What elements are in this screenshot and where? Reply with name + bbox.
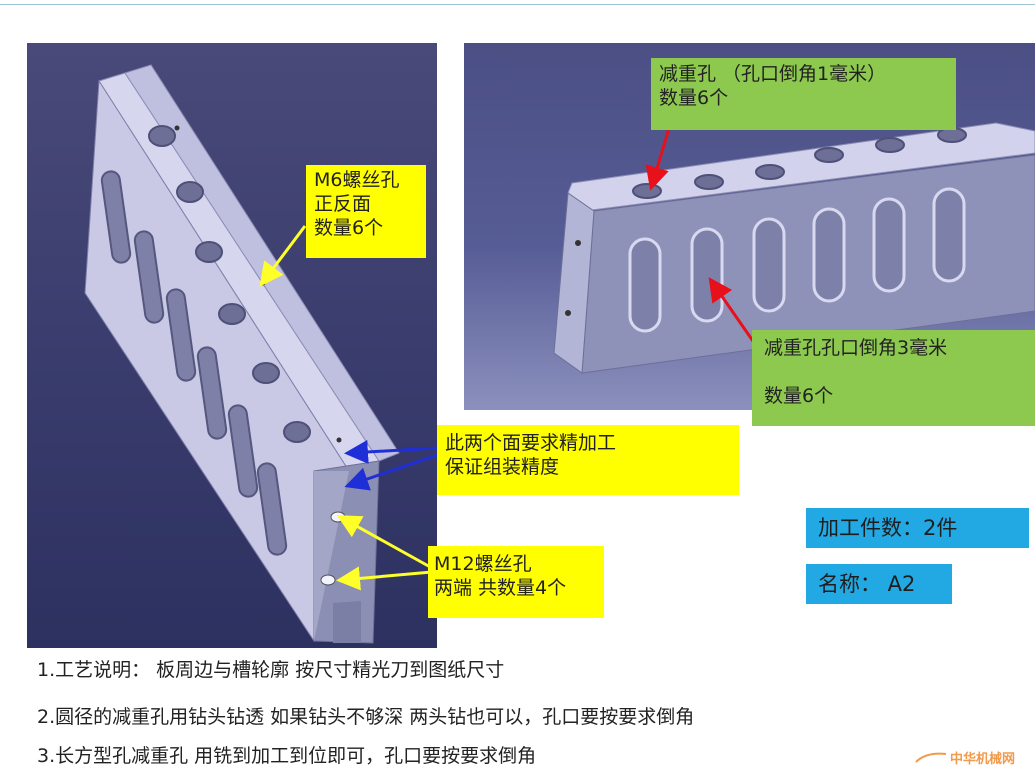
precision-arrow-2 bbox=[344, 453, 438, 491]
precision-arrow-1 bbox=[344, 439, 438, 464]
precision-callout: 此两个面要求精加工 保证组装精度 bbox=[437, 425, 739, 495]
process-note-3: 3.长方型孔减重孔 用铣到加工到位即可，孔口要按要求倒角 bbox=[37, 745, 537, 767]
weight-hole-callout: 减重孔 （孔口倒角1毫米） 数量6个 bbox=[651, 58, 956, 130]
m12-hole-callout: M12螺丝孔 两端 共数量4个 bbox=[428, 546, 604, 618]
slot-chamfer-callout: 减重孔孔口倒角3毫米 数量6个 bbox=[752, 330, 1035, 426]
right-part-drawing bbox=[553, 122, 1035, 374]
quantity-label: 加工件数：2件 bbox=[806, 508, 1029, 548]
m12-arrow-1 bbox=[336, 515, 433, 570]
slot-arrow bbox=[708, 277, 757, 345]
m6-hole-callout: M6螺丝孔 正反面 数量6个 bbox=[306, 165, 426, 258]
m12-arrow-2 bbox=[336, 566, 433, 591]
process-note-1: 1.工艺说明： 板周边与槽轮廓 按尺寸精光刀到图纸尺寸 bbox=[37, 659, 505, 681]
process-note-2: 2.圆径的减重孔用钻头钻透 如果钻头不够深 两头钻也可以，孔口要按要求倒角 bbox=[37, 706, 695, 728]
watermark-logo-icon bbox=[915, 752, 947, 763]
watermark-text: 中华机械网 bbox=[950, 752, 1016, 767]
top-divider bbox=[0, 4, 1035, 5]
m6-arrow bbox=[259, 225, 307, 287]
part-name-label: 名称： A2 bbox=[806, 564, 952, 604]
weight-hole-arrow bbox=[645, 124, 672, 191]
site-watermark: 中华机械网 bbox=[912, 748, 1035, 767]
